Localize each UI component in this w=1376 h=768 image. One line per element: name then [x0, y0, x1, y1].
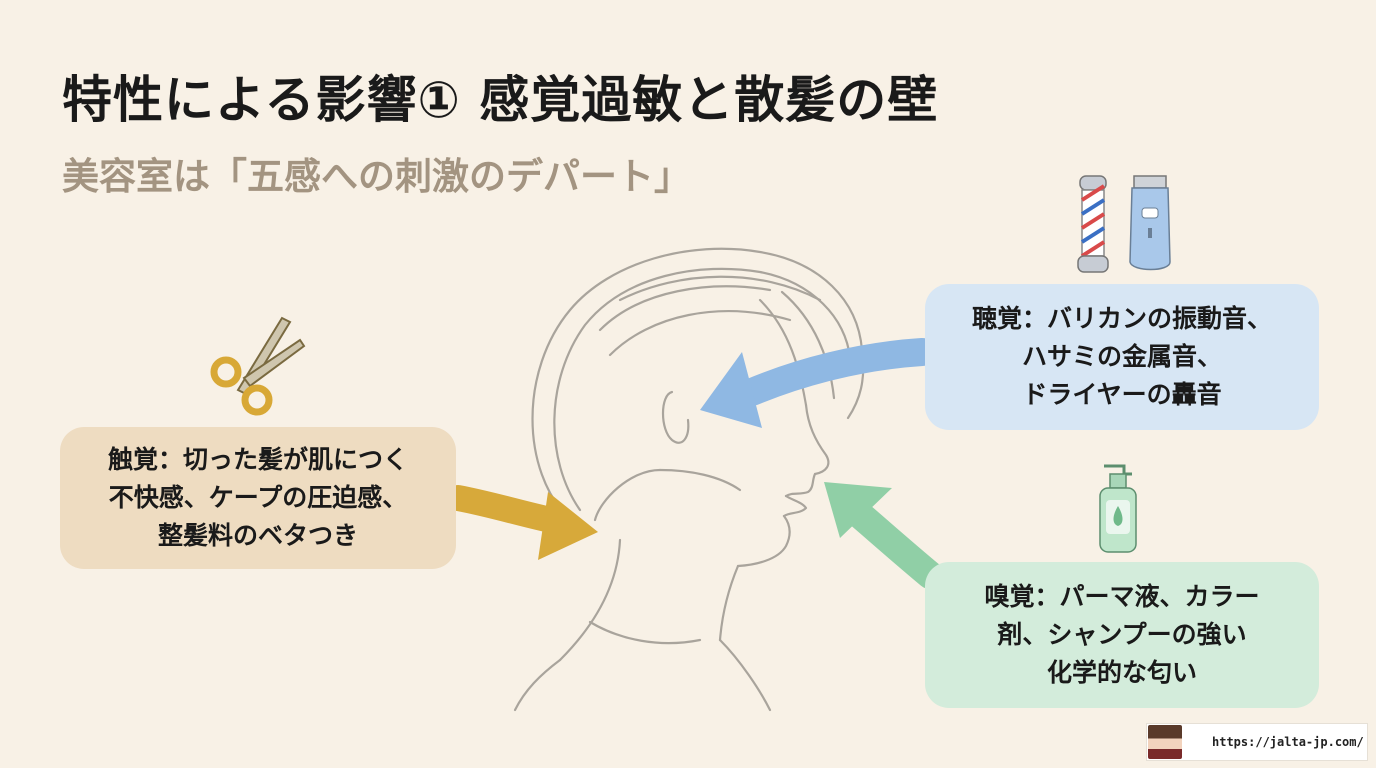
touch-arrow	[445, 485, 598, 560]
shampoo-bottle-icon	[1099, 464, 1137, 553]
site-url-link[interactable]: https://jalta-jp.com/	[1212, 735, 1364, 749]
scissors-icon	[210, 316, 306, 416]
hearing-arrow	[700, 338, 936, 428]
hearing-line-2: ハサミの金属音、	[1021, 342, 1222, 371]
avatar	[1148, 725, 1182, 759]
touch-line-1: 触覚：切った髪が肌につく	[107, 445, 408, 474]
touch-sense-box: 触覚：切った髪が肌につく 不快感、ケープの圧迫感、 整髪料のベタつき	[60, 427, 456, 569]
smell-arrow	[824, 482, 944, 589]
smell-line-3: 化学的な匂い	[1046, 658, 1197, 687]
hearing-line-3: ドライヤーの轟音	[1022, 380, 1222, 409]
hair-clipper-icon	[1129, 175, 1171, 271]
smell-sense-box: 嗅覚：パーマ液、カラー 剤、シャンプーの強い 化学的な匂い	[925, 562, 1319, 708]
head-profile-illustration	[513, 247, 865, 712]
hearing-sense-box: 聴覚：バリカンの振動音、 ハサミの金属音、 ドライヤーの轟音	[925, 284, 1319, 430]
touch-line-3: 整髪料のベタつき	[157, 521, 358, 550]
smell-line-1: 嗅覚：パーマ液、カラー	[984, 582, 1260, 611]
smell-line-2: 剤、シャンプーの強い	[997, 620, 1247, 649]
page-title: 特性による影響① 感覚過敏と散髪の壁	[62, 71, 939, 129]
barber-pole-icon	[1077, 175, 1109, 273]
hearing-line-1: 聴覚：バリカンの振動音、	[971, 304, 1272, 333]
touch-line-2: 不快感、ケープの圧迫感、	[108, 483, 408, 512]
page-subtitle: 美容室は「五感への刺激のデパート」	[62, 155, 691, 198]
footer-credit: https://jalta-jp.com/	[1146, 723, 1368, 761]
